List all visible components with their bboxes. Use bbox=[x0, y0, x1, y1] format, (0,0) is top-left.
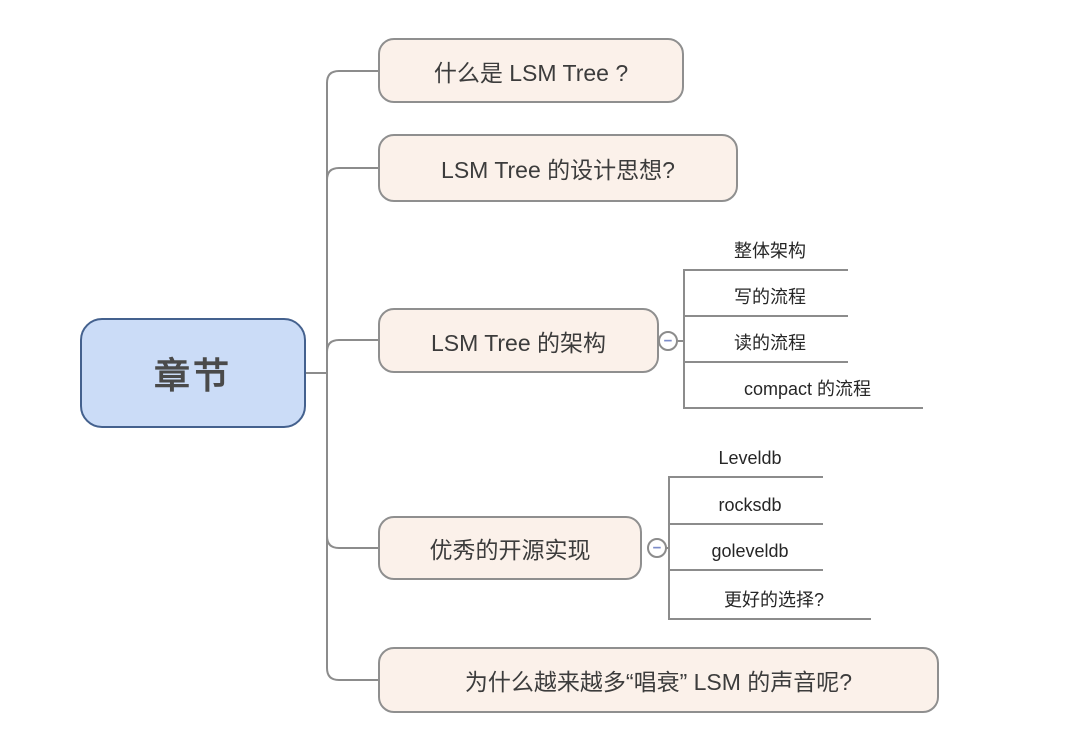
topic-lsm-architecture[interactable]: LSM Tree 的架构 bbox=[378, 308, 659, 373]
subtopic-label: Leveldb bbox=[718, 448, 782, 468]
trunk-line bbox=[326, 70, 378, 681]
subtopic-label: compact 的流程 bbox=[743, 379, 872, 399]
subtopic-rocksdb[interactable]: rocksdb bbox=[669, 487, 823, 525]
collapse-minus-icon[interactable]: − bbox=[658, 331, 678, 351]
subtopic-overall-architecture[interactable]: 整体架构 bbox=[684, 233, 848, 271]
root-topic[interactable]: 章节 bbox=[80, 318, 306, 428]
topic-label: 为什么越来越多“唱衰” LSM 的声音呢? bbox=[464, 669, 853, 695]
subtopic-label: goleveldb bbox=[711, 541, 789, 561]
subtopic-leveldb[interactable]: Leveldb bbox=[669, 440, 823, 478]
topic-label: LSM Tree 的设计思想? bbox=[441, 157, 675, 183]
subtopic-label: 写的流程 bbox=[734, 287, 806, 307]
topic-open-source-impl[interactable]: 优秀的开源实现 bbox=[378, 516, 642, 580]
topic-what-is-lsm-tree[interactable]: 什么是 LSM Tree ? bbox=[378, 38, 684, 103]
subtopic-write-flow[interactable]: 写的流程 bbox=[684, 279, 848, 317]
branch4-connector bbox=[326, 535, 378, 549]
root-topic-label: 章节 bbox=[153, 355, 232, 396]
topic-why-badmouth-lsm[interactable]: 为什么越来越多“唱衰” LSM 的声音呢? bbox=[378, 647, 939, 713]
branch2-connector bbox=[326, 167, 378, 181]
subtopic-label: 读的流程 bbox=[734, 333, 806, 353]
subtopic-label: 整体架构 bbox=[734, 241, 806, 261]
topic-lsm-design-idea[interactable]: LSM Tree 的设计思想? bbox=[378, 134, 738, 202]
subtopic-compact-flow[interactable]: compact 的流程 bbox=[684, 371, 923, 409]
subtopic-label: 更好的选择? bbox=[723, 590, 824, 610]
branch3-connector bbox=[326, 339, 378, 353]
subtopic-goleveldb[interactable]: goleveldb bbox=[669, 533, 823, 571]
subtopic-read-flow[interactable]: 读的流程 bbox=[684, 325, 848, 363]
topic-label: 什么是 LSM Tree ? bbox=[433, 59, 629, 86]
topic-label: 优秀的开源实现 bbox=[429, 537, 591, 563]
subtopic-better-choice[interactable]: 更好的选择? bbox=[669, 582, 871, 620]
subtopic-label: rocksdb bbox=[718, 495, 782, 515]
collapse-minus-icon[interactable]: − bbox=[647, 538, 667, 558]
topic-label: LSM Tree 的架构 bbox=[430, 329, 607, 356]
